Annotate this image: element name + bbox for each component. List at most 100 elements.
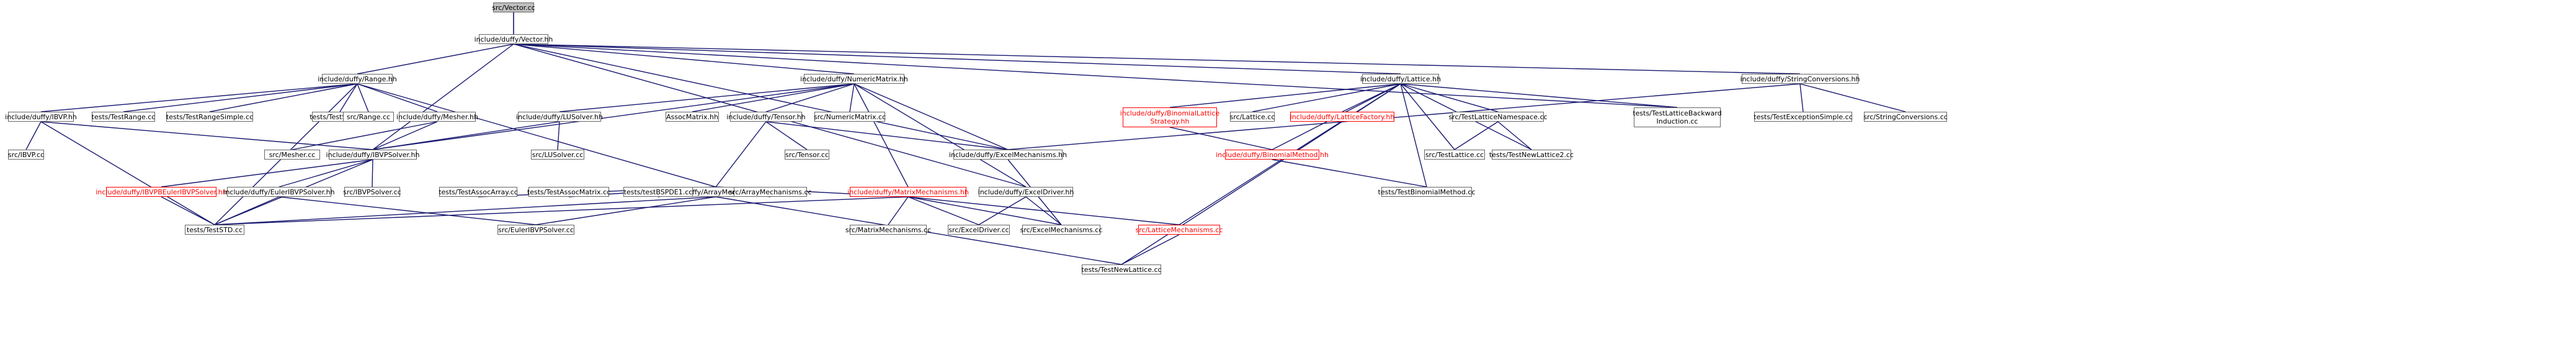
dependency-edge — [372, 83, 855, 150]
graph-node[interactable]: src/ExcelDriver.cc — [948, 225, 1010, 235]
graph-node[interactable]: include/duffy/Vector.hh — [474, 34, 553, 44]
dependency-edge — [372, 121, 438, 150]
dependency-edge — [357, 83, 369, 112]
dependency-edge — [557, 121, 560, 150]
dependency-edge — [1454, 121, 1499, 150]
dependency-edge — [907, 196, 979, 225]
dependency-edge — [279, 159, 373, 188]
dependency-edge — [1497, 121, 1532, 150]
dependency-edge — [209, 83, 358, 112]
graph-node[interactable]: src/LUSolver.cc — [531, 150, 584, 160]
dependency-edge — [1169, 127, 1273, 150]
graph-node[interactable]: tests/TestRange.cc — [91, 112, 156, 122]
graph-node[interactable]: include/duffy/StringConversions.hh — [1740, 74, 1860, 84]
graph-node[interactable]: src/StringConversions.cc — [1863, 112, 1948, 122]
graph-node[interactable]: src/Tensor.cc — [785, 150, 829, 160]
dependency-edge — [1121, 234, 1180, 265]
dependency-edge — [372, 121, 560, 150]
dependency-edge — [513, 43, 1678, 108]
dependency-edge — [1799, 83, 1804, 112]
dependency-edge — [214, 196, 716, 225]
graph-node[interactable]: src/EulerIBVPSolver.cc — [497, 225, 574, 235]
dependency-edge — [765, 121, 808, 150]
dependency-edge — [339, 83, 358, 112]
graph-node[interactable]: tests/TestExceptionSimple.cc — [1754, 112, 1853, 122]
graph-node[interactable]: tests/TestSTD.cc — [185, 225, 244, 235]
graph-node[interactable]: tests/TestAssocArray.cc — [439, 187, 518, 197]
graph-node[interactable]: AssocMatrix.hh — [666, 112, 719, 122]
graph-node[interactable]: src/MatrixMechanisms.cc — [845, 225, 932, 235]
dependency-edge — [357, 43, 514, 75]
dependency-edge — [513, 43, 855, 75]
dependency-edge — [214, 196, 909, 225]
dependency-edge — [853, 83, 1027, 188]
dependency-edge — [279, 196, 537, 225]
dependency-edge — [357, 83, 438, 112]
dependency-edge — [292, 121, 438, 150]
graph-node[interactable]: include/duffy/IBVPSolver.hh — [326, 150, 420, 160]
dependency-edge — [513, 43, 1401, 75]
dependency-edge — [1272, 159, 1427, 188]
graph-node[interactable]: include/duffy/EulerIBVPSolver.hh — [223, 187, 335, 197]
graph-node[interactable]: include/duffy/NumericMatrix.hh — [800, 74, 908, 84]
graph-node[interactable]: include/duffy/LUSolver.hh — [516, 112, 603, 122]
graph-node[interactable]: src/Lattice.cc — [1229, 112, 1275, 122]
graph-node[interactable]: include/duffy/ExcelMechanisms.hh — [948, 150, 1067, 160]
graph-node[interactable]: src/LatticeMechanisms.cc — [1135, 225, 1223, 235]
dependency-edge — [25, 121, 42, 150]
dependency-edge — [513, 43, 1801, 75]
graph-node[interactable]: src/Vector.cc — [492, 2, 535, 12]
graph-node[interactable]: src/IBVP.cc — [7, 150, 45, 160]
graph-node[interactable]: src/Mesher.cc — [264, 150, 320, 160]
graph-node[interactable]: src/ExcelMechanisms.cc — [1020, 225, 1103, 235]
graph-node[interactable]: include/duffy/Range.hh — [318, 74, 397, 84]
dependency-edge — [40, 121, 215, 225]
graph-node[interactable]: tests/testBSPDE1.cc — [623, 187, 693, 197]
graph-node[interactable]: src/ArrayMechanisms.cc — [729, 187, 812, 197]
graph-node[interactable]: include/duffy/Mesher.hh — [396, 112, 478, 122]
dependency-edge — [1025, 196, 1062, 225]
dependency-edge — [161, 196, 215, 225]
graph-node[interactable]: include/duffy/ExcelDriver.hh — [978, 187, 1074, 197]
graph-node[interactable]: src/TestLattice.cc — [1424, 150, 1485, 160]
graph-node[interactable]: include/duffy/IBVP.hh — [5, 112, 77, 122]
graph-node[interactable]: tests/TestBinomialMethod.cc — [1378, 187, 1476, 197]
dependency-edge — [692, 83, 855, 112]
graph-node[interactable]: tests/TestNewLattice2.cc — [1489, 150, 1574, 160]
dependency-edge — [765, 83, 855, 112]
dependency-edge — [1400, 83, 1678, 108]
dependency-edge — [765, 121, 1009, 150]
dependency-edge — [535, 196, 716, 225]
dependency-edge — [40, 121, 373, 150]
graph-node[interactable]: include/duffy/Lattice.hh — [1360, 74, 1442, 84]
dependency-edge — [978, 196, 1027, 225]
dependency-edge — [372, 43, 514, 150]
graph-node[interactable]: src/NumericMatrix.cc — [813, 112, 886, 122]
dependency-edge — [372, 159, 373, 188]
dependency-edge — [1169, 83, 1401, 108]
graph-node[interactable]: include/duffy/IBVPBEulerIBVPSolver.hh — [96, 187, 227, 197]
dependency-edge — [1007, 83, 1801, 150]
graph-node[interactable]: include/duffy/BinomialMethod.hh — [1216, 150, 1329, 160]
dependency-edge — [1799, 83, 1906, 112]
graph-node[interactable]: tests/TestNewLattice.cc — [1081, 264, 1162, 274]
dependency-edge — [161, 159, 373, 188]
graph-node[interactable]: include/duffy/LatticeFactory.hh — [1290, 112, 1395, 122]
graph-node[interactable]: include/duffy/MatrixMechanisms.hh — [847, 187, 969, 197]
graph-node[interactable]: tests/TestRangeSimple.cc — [166, 112, 254, 122]
dependency-edge — [715, 121, 767, 188]
graph-node[interactable]: src/IBVPSolver.cc — [343, 187, 401, 197]
dependency-edge — [1400, 83, 1499, 112]
graph-node[interactable]: include/duffy/Tensor.hh — [726, 112, 806, 122]
dependency-edge — [559, 83, 855, 112]
dependency-edge — [357, 83, 716, 188]
graph-node[interactable]: src/Range.cc — [343, 112, 394, 122]
dependency-edge — [123, 83, 358, 112]
graph-node[interactable]: src/TestLatticeNamespace.cc — [1448, 112, 1548, 122]
graph-node[interactable]: include/duffy/BinomialLattice Strategy.h… — [1120, 107, 1219, 127]
dependency-edge — [1400, 83, 1427, 188]
graph-node[interactable]: tests/TestAssocMatrix.cc — [527, 187, 611, 197]
graph-node[interactable]: tests/TestLatticeBackward Induction.cc — [1633, 107, 1722, 127]
